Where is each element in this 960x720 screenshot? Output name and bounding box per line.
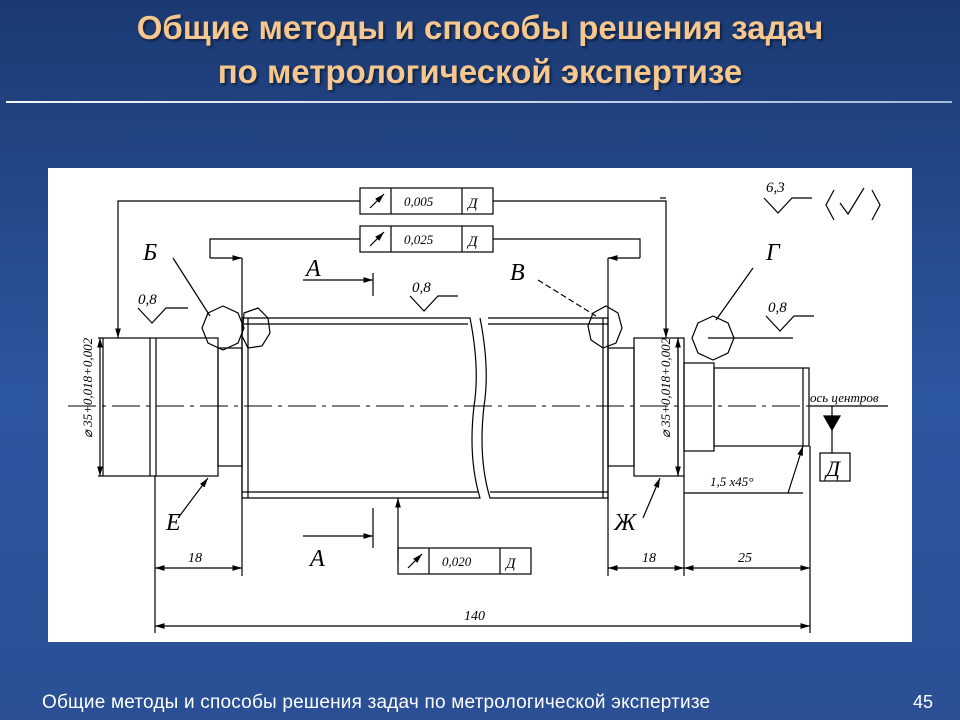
right-shank [713, 367, 810, 447]
tolerance-2-datum: Д [466, 234, 479, 250]
slide-title: Общие методы и способы решения задач по … [0, 6, 960, 94]
label-d: Д [824, 456, 841, 481]
roughness-middle-value: 0,8 [412, 280, 431, 296]
dim-18-left: 18 [188, 551, 202, 566]
octagon-b2 [241, 307, 271, 349]
label-e: Е [165, 510, 181, 536]
section-a-bottom [303, 508, 374, 548]
octagon-b [201, 305, 245, 351]
chamfer-label: 1,5 x45° [710, 474, 753, 489]
roughness-general-value: 6,3 [766, 180, 785, 196]
right-end [683, 362, 715, 452]
label-v: В [510, 260, 525, 286]
dim-140: 140 [464, 609, 485, 624]
page-number: 45 [913, 692, 934, 712]
shaft-drawing-svg: Б А В Г Е А Ж Д 0,005 Д 0,025 Д 0,020 Д … [68, 180, 888, 633]
diameter-left-label: ⌀ 35+0,018+0,002 [80, 337, 95, 438]
label-a-bottom: А [308, 546, 325, 572]
dim-18-right: 18 [642, 551, 656, 566]
title-divider [6, 101, 952, 103]
shaft-body [241, 317, 481, 499]
tolerance-1-datum: Д [466, 196, 479, 212]
title-line-2: по метрологической экспертизе [217, 53, 743, 90]
slide-footer: Общие методы и способы решения задач по … [42, 692, 711, 713]
tolerance-frame-3 [395, 498, 532, 575]
leader-e [177, 477, 209, 519]
tolerance-1-value: 0,005 [404, 194, 434, 209]
leader-zh [642, 477, 661, 519]
label-zh: Ж [613, 510, 637, 536]
leader-g [715, 267, 754, 321]
label-a-top: А [304, 256, 321, 282]
label-b: Б [142, 240, 157, 266]
chamfer-leader-arrow [787, 445, 804, 494]
tolerance-frame-2 [209, 225, 641, 261]
center-axis-label: ось центров [810, 390, 879, 405]
octagon-v [587, 305, 623, 349]
roughness-general-bracket [825, 187, 881, 221]
right-neck [607, 347, 635, 467]
dim-25: 25 [738, 551, 752, 566]
label-g: Г [765, 240, 781, 266]
tolerance-frame-1 [115, 187, 669, 338]
technical-drawing: Б А В Г Е А Ж Д 0,005 Д 0,025 Д 0,020 Д … [48, 168, 912, 642]
tolerance-3-datum: Д [504, 556, 517, 572]
tolerance-3-value: 0,020 [442, 554, 472, 569]
shaft-body-right [479, 317, 609, 499]
section-a-top [303, 273, 374, 296]
leader-v [537, 279, 597, 317]
octagon-g [691, 315, 735, 361]
roughness-general-symbol [763, 197, 812, 214]
diameter-right-label: ⌀ 35+0,018+0,002 [658, 337, 673, 438]
roughness-left-value: 0,8 [138, 292, 157, 308]
tolerance-2-value: 0,025 [404, 232, 434, 247]
datum-d [819, 406, 851, 482]
left-journal [102, 337, 219, 477]
roughness-middle-symbol [409, 295, 458, 312]
roughness-right-symbol [765, 315, 814, 332]
left-neck [217, 347, 243, 467]
leader-b [172, 257, 211, 317]
roughness-right-value: 0,8 [768, 300, 787, 316]
title-line-1: Общие методы и способы решения задач [136, 9, 824, 46]
roughness-left-symbol [137, 307, 188, 324]
